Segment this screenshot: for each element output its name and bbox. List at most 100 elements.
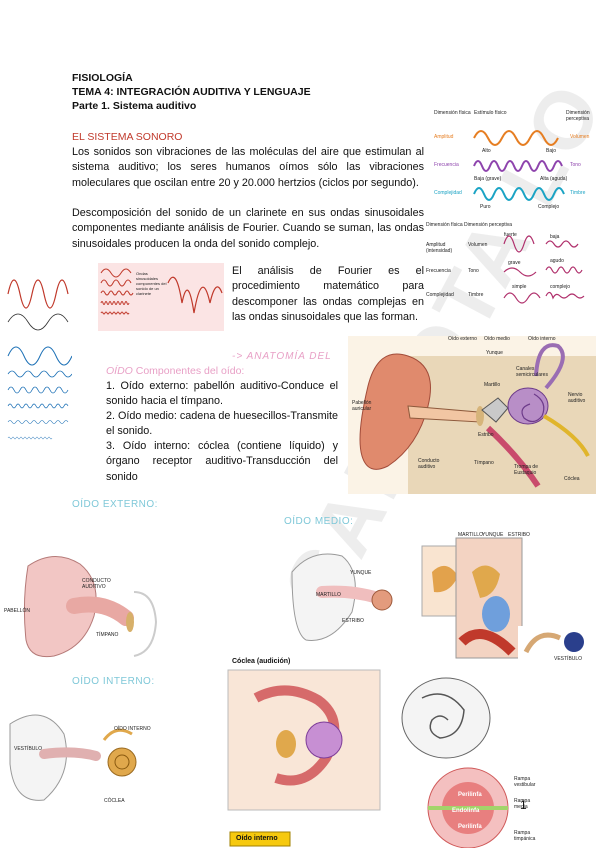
fourier-figure: Ondas sinusoidales componentes del sonid… <box>98 263 224 331</box>
label-perilinfa-2: Perilinfa <box>458 824 482 830</box>
label-yunque: YUNQUE <box>482 532 504 538</box>
row-b: Timbre <box>468 292 484 298</box>
label-estribo: ESTRIBO <box>508 532 530 538</box>
row-right: Bajo <box>546 148 557 154</box>
row-percept: Volumen <box>570 134 590 140</box>
label-rampa-timpanica: Rampa timpánica <box>514 830 536 842</box>
col-label: Estímulo físico <box>474 110 507 116</box>
row-percept: Tono <box>570 162 581 168</box>
label-pabellon: PABELLÓN <box>4 608 31 614</box>
label-martillo: MARTILLO <box>316 592 341 598</box>
label-perilinfa: Perilinfa <box>458 792 482 798</box>
middle-ear-figure: YUNQUE MARTILLO ESTRIBO MARTILLO YUNQUE … <box>282 532 598 672</box>
row-d: complejo <box>550 284 571 290</box>
anatomia-item-2: 2. Oído medio: cadena de huesecillos-Tra… <box>106 410 338 438</box>
paragraph-fourier: El análisis de Fourier es el procedimien… <box>232 265 424 323</box>
ear-anatomy-figure: Oído externo Oído medio Oído interno Yun… <box>348 336 598 494</box>
row-left: Alto <box>482 148 491 154</box>
paragraph-fourier-intro: Descomposición del sonido de un clarinet… <box>72 207 424 250</box>
label-coclea: Cóclea <box>564 476 580 482</box>
label-estribo: ESTRIBO <box>342 618 364 624</box>
anatomia-heading: OÍDO Componentes del oído: <box>106 365 244 377</box>
row-label: Frecuencia <box>434 162 459 168</box>
label-vestibulo: VESTÍBULO <box>14 746 43 752</box>
row-b: Volumen <box>468 242 488 248</box>
label-oido-externo: Oído externo <box>448 336 477 342</box>
inner-ear-drawing <box>9 714 137 801</box>
row-left: Puro <box>480 204 491 210</box>
wave-samples <box>473 130 565 201</box>
label-coclea: CÓCLEA <box>104 798 125 804</box>
label-martillo: Martillo <box>484 382 501 388</box>
waves <box>6 264 73 464</box>
label-oido-interno-box: Oído interno <box>236 835 278 842</box>
anatomia-arrow: -> ANATOMÍA DEL <box>232 351 332 362</box>
row-right: Alta (aguda) <box>540 176 568 182</box>
label-rampa-media: Rampa media <box>514 798 531 810</box>
row-d: agudo <box>550 258 564 264</box>
page-number: 1 <box>520 798 527 812</box>
dimensions-table: Dimensión física Dimensión perceptiva Am… <box>426 222 596 306</box>
doc-part: Parte 1. Sistema auditivo <box>72 100 197 112</box>
outer-ear-figure: PABELLÓN CONDUCTO AUDITIVO TÍMPANO <box>4 552 164 662</box>
cochlea-figure: Cóclea (audición) Oído interno Perilinfa… <box>226 658 592 849</box>
label-rampa-vestibular: Rampa vestibular <box>514 776 536 788</box>
wave-samples <box>503 235 585 304</box>
anatomia-item-1: 1. Oído externo: pabellón auditivo-Condu… <box>106 380 338 408</box>
row-label: Complejidad <box>434 190 462 196</box>
fourier-caption: Ondas sinusoidales componentes del sonid… <box>136 271 167 296</box>
outer-ear-drawing <box>23 556 158 658</box>
section-heading-sonoro: EL SISTEMA SONORO <box>72 131 183 143</box>
row-right: Complejo <box>538 204 560 210</box>
row-a: Amplitud (intensidad) <box>426 242 453 254</box>
row-c: grave <box>508 260 521 266</box>
label-oido-interno: OÍDO INTERNO <box>114 726 151 732</box>
ear-drawing <box>348 336 598 494</box>
row-a: Frecuencia <box>426 268 451 274</box>
section-oido-medio: OÍDO MEDIO: <box>284 516 354 527</box>
sinusoid-strip-figure <box>6 264 73 464</box>
label-yunque: Yunque <box>486 350 503 356</box>
label-endolinfa: Endolinfa <box>452 808 480 814</box>
label-martillo: MARTILLO <box>458 532 483 538</box>
label-timpano: Tímpano <box>474 460 494 466</box>
row-percept: Timbre <box>570 190 586 196</box>
row-c: fuerte <box>504 232 517 238</box>
doc-topic: TEMA 4: INTEGRACIÓN AUDITIVA Y LENGUAJE <box>72 86 311 98</box>
middle-ear-drawing <box>291 537 594 672</box>
label-estribo: Estribo <box>478 432 494 438</box>
row-c: simple <box>512 284 527 290</box>
anatomia-heading-text: Componentes del oído: <box>132 365 245 377</box>
label-vestibulo: VESTÍBULO <box>554 656 583 662</box>
label-oido-interno: Oído interno <box>528 336 556 342</box>
row-b: Tono <box>468 268 479 274</box>
label-oido-medio: Oído medio <box>484 336 510 342</box>
header: Dimensión física <box>426 222 463 228</box>
label-yunque: YUNQUE <box>350 570 372 576</box>
label-nervio: Nervio auditivo <box>568 392 586 404</box>
cochlea-drawing <box>227 662 509 849</box>
label-pabellon: Pabellón auricular <box>352 400 372 412</box>
section-oido-externo: OÍDO EXTERNO: <box>72 499 158 510</box>
label-conducto: CONDUCTO AUDITIVO <box>82 578 111 590</box>
row-left: Baja (grave) <box>474 176 502 182</box>
anatomia-heading-it: OÍDO <box>106 365 133 377</box>
dimensions-chart: Dimensión física Estímulo físico Dimensi… <box>434 110 594 220</box>
label-timpano: TÍMPANO <box>96 632 119 638</box>
col-label: Dimensión física <box>434 110 471 116</box>
paragraph-sonoro: Los sonidos son vibraciones de las moléc… <box>72 146 424 189</box>
col-label: Dimensión perceptiva <box>566 110 590 122</box>
label-coclea-audicion: Cóclea (audición) <box>232 658 291 665</box>
fourier-waves <box>100 268 223 315</box>
header: Dimensión perceptiva <box>464 222 513 228</box>
row-d: baja <box>550 234 560 240</box>
label-conducto: Conducto auditivo <box>418 458 440 470</box>
label-canales: Canales semicirculares <box>516 366 548 378</box>
label-trompa: Trompa de Eustaquio <box>514 464 538 476</box>
row-a: Complejidad <box>426 292 454 298</box>
section-oido-interno: OÍDO INTERNO: <box>72 676 155 687</box>
row-label: Amplitud <box>434 134 454 140</box>
anatomia-item-3: 3. Oído interno: cóclea (contiene líquid… <box>106 440 338 483</box>
doc-title: FISIOLOGÍA <box>72 72 133 84</box>
inner-ear-figure: OÍDO INTERNO VESTÍBULO CÓCLEA <box>4 704 164 806</box>
